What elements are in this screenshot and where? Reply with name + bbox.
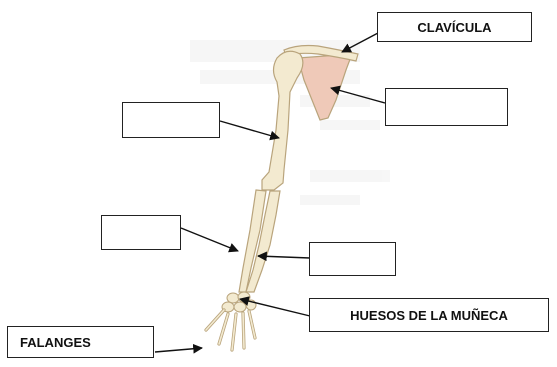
ulna-arrow xyxy=(181,228,238,251)
humerus-label-box[interactable] xyxy=(122,102,220,138)
humerus-arrow xyxy=(220,121,279,138)
clavicle-label: CLAVÍCULA xyxy=(417,20,491,35)
radius-label-box[interactable] xyxy=(309,242,396,276)
hand-bones-fill xyxy=(206,310,255,350)
hand-bones xyxy=(206,310,255,350)
clavicle-label-box: CLAVÍCULA xyxy=(377,12,532,42)
ulna-label-box[interactable] xyxy=(101,215,181,250)
scapula-label-box[interactable] xyxy=(385,88,508,126)
scapula-bone xyxy=(298,54,352,120)
phalanges-arrow xyxy=(155,348,202,352)
phalanges-label: FALANGES xyxy=(20,335,91,350)
wrist-label-box: HUESOS DE LA MUÑECA xyxy=(309,298,549,332)
phalanges-label-box: FALANGES xyxy=(7,326,154,358)
wrist-label: HUESOS DE LA MUÑECA xyxy=(350,308,508,323)
